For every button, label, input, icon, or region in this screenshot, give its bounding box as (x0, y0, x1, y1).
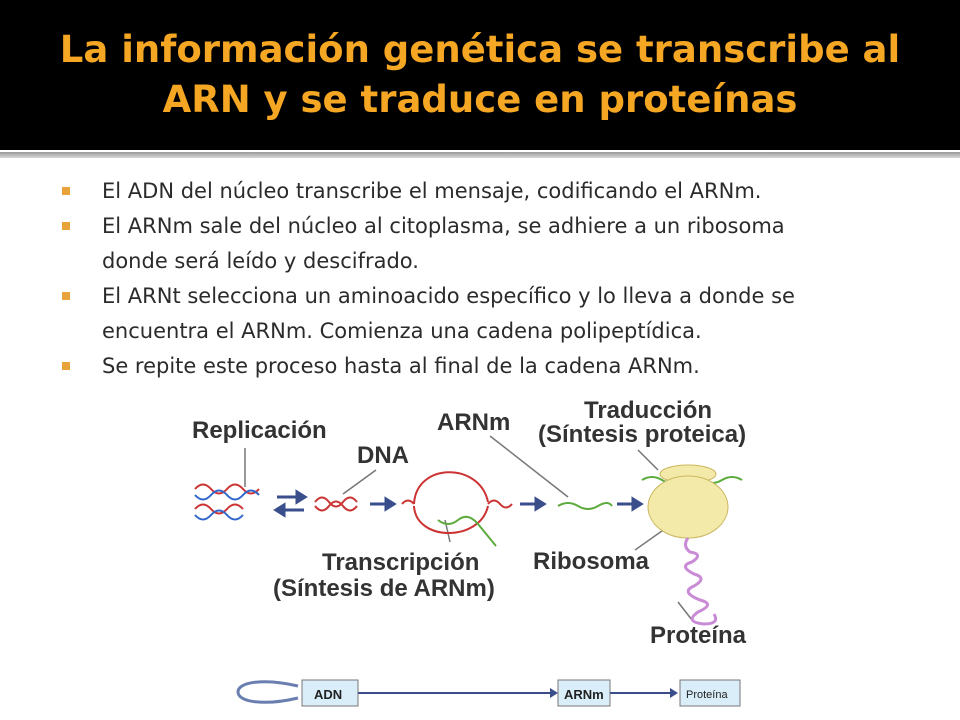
flow-box-proteina (679, 679, 741, 707)
label-sintesis-proteica: (Síntesis proteica) (538, 421, 746, 448)
flow-label-proteina: Proteína (686, 689, 728, 701)
protein-chain-icon (683, 537, 718, 626)
bullet-marker-icon (62, 292, 70, 300)
slide-title-line-2: ARN y se traduce en proteínas (162, 78, 798, 121)
bullet-text: encuentra el ARNm. Comienza una cadena p… (102, 319, 702, 343)
bullet-item: El ARNt selecciona un aminoacido específ… (62, 279, 922, 349)
flow-diagram: ADN ARNm Proteína (236, 679, 741, 707)
bullet-marker-icon (62, 222, 70, 230)
bullet-marker-icon (62, 362, 70, 370)
bullet-text: Se repite este proceso hasta al final de… (102, 354, 700, 378)
label-proteina: Proteína (650, 622, 747, 649)
arrow-right-icon (370, 496, 397, 512)
slide-title: La información genética se transcribe al… (30, 25, 930, 125)
bullet-text: El ARNm sale del núcleo al citoplasma, s… (102, 214, 785, 238)
bullet-item: El ADN del núcleo transcribe el mensaje,… (62, 174, 922, 209)
reversible-arrow-icon (273, 489, 308, 518)
title-bar: La información genética se transcribe al… (0, 0, 960, 150)
bullet-item: El ARNm sale del núcleo al citoplasma, s… (62, 209, 922, 279)
arrow-right-icon (670, 688, 678, 698)
bullet-text: El ADN del núcleo transcribe el mensaje,… (102, 179, 762, 203)
flow-box-adn (301, 679, 359, 707)
label-sintesis-arnm: (Síntesis de ARNm) (273, 575, 495, 602)
gene-expression-diagram: Replicación DNA ARNm Traducción (Síntesi… (192, 397, 747, 649)
arrow-right-icon (550, 688, 558, 698)
label-traduccion: Traducción (584, 397, 712, 424)
bullet-list: El ADN del núcleo transcribe el mensaje,… (62, 174, 922, 384)
loop-icon (236, 680, 299, 704)
label-arnm: ARNm (437, 409, 510, 436)
dna-helix-icon (314, 496, 358, 512)
label-ribosoma: Ribosoma (533, 548, 650, 575)
bullet-item: Se repite este proceso hasta al final de… (62, 349, 922, 384)
label-dna: DNA (357, 442, 409, 469)
slide-title-line-1: La información genética se transcribe al (59, 28, 901, 71)
flow-label-adn: ADN (314, 687, 342, 702)
mrna-strand-icon (557, 502, 613, 510)
bullet-text: donde será leído y descifrado. (102, 249, 419, 273)
flow-box-arnm (557, 679, 611, 707)
replicating-dna-icon (194, 483, 260, 521)
bullet-marker-icon (62, 187, 70, 195)
title-divider (0, 152, 960, 158)
label-transcripcion: Transcripción (322, 549, 479, 576)
ribosome-icon (641, 464, 743, 539)
flow-label-arnm: ARNm (564, 687, 604, 702)
bullet-text: El ARNt selecciona un aminoacido específ… (102, 284, 795, 308)
label-replicacion: Replicación (192, 417, 327, 444)
transcription-bubble-icon (401, 471, 513, 547)
arrow-right-icon (617, 496, 644, 512)
arrow-right-icon (520, 496, 547, 512)
